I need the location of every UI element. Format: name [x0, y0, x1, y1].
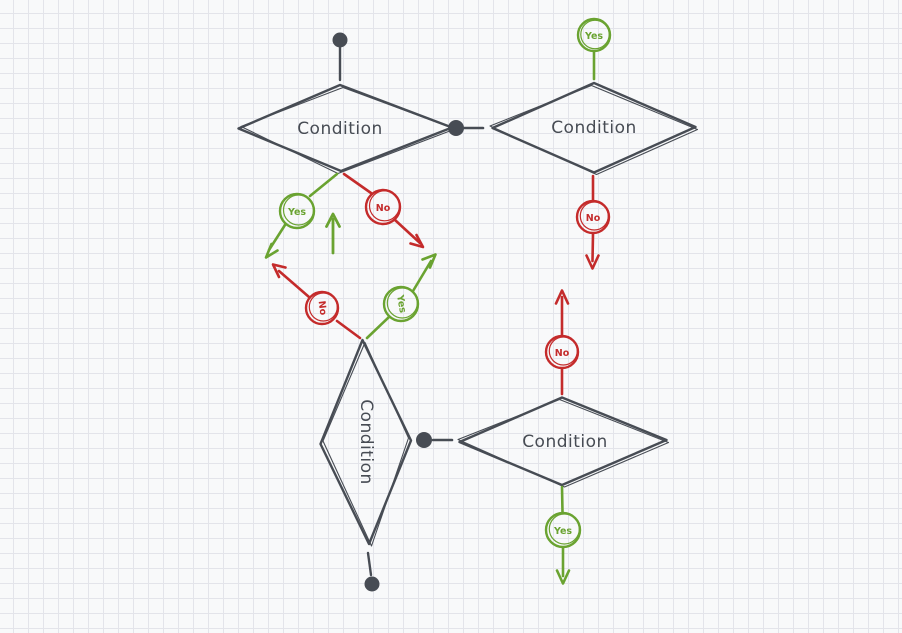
- edge-yes-below-bottom-right[interactable]: Yes: [544, 485, 582, 585]
- diamond-top-right-label: Condition: [551, 118, 637, 138]
- no-badge-br: No: [555, 348, 570, 359]
- edge-yes-below-top-left[interactable]: Yes: [264, 172, 339, 259]
- diamond-bottom-right-label: Condition: [522, 432, 608, 452]
- edge-no-middle[interactable]: No: [271, 263, 362, 340]
- terminal-dot[interactable]: [364, 576, 380, 592]
- junction-bottom[interactable]: [416, 432, 454, 448]
- diamond-top-left-label: Condition: [297, 119, 383, 139]
- terminal-dot[interactable]: [332, 32, 348, 48]
- arrowhead-down-right: [409, 233, 425, 249]
- arrowhead-down: [585, 254, 600, 270]
- arrowhead-up-right: [421, 253, 437, 269]
- edge-yes-middle[interactable]: Yes: [365, 253, 437, 340]
- diamond-top-right[interactable]: Condition: [489, 81, 699, 176]
- junction-dot[interactable]: [416, 432, 432, 448]
- start-connector-top[interactable]: [332, 32, 348, 82]
- edge-no-below-top-right[interactable]: No: [575, 174, 611, 270]
- arrowhead-down: [555, 569, 571, 585]
- no-badge-tl: No: [376, 203, 391, 214]
- yes-badge-mid: Yes: [394, 293, 408, 314]
- arrowhead-up: [325, 212, 341, 228]
- no-badge-tr: No: [586, 213, 601, 224]
- diamond-top-left[interactable]: Condition: [237, 83, 456, 175]
- edge-yes-above-top-right[interactable]: Yes: [576, 17, 612, 81]
- diamond-bottom-left[interactable]: Condition: [319, 338, 413, 547]
- yes-badge-br: Yes: [553, 526, 572, 537]
- arrowhead-up-left: [271, 263, 287, 279]
- arrowhead-down-left: [264, 242, 279, 259]
- junction-dot[interactable]: [448, 120, 464, 136]
- yes-badge-top: Yes: [584, 31, 603, 42]
- diamond-bottom-left-label: Condition: [356, 399, 376, 485]
- yes-badge-tl: Yes: [287, 207, 306, 218]
- edge-no-below-top-left[interactable]: No: [342, 172, 425, 249]
- arrowhead-up: [554, 289, 570, 305]
- end-connector-bottom[interactable]: [364, 551, 380, 592]
- diamond-bottom-right[interactable]: Condition: [457, 396, 670, 488]
- edge-no-above-bottom-right[interactable]: No: [544, 289, 580, 396]
- no-badge-mid: No: [316, 300, 329, 316]
- edge-up-arrow-middle-left[interactable]: [325, 212, 341, 255]
- junction-top[interactable]: [448, 120, 485, 136]
